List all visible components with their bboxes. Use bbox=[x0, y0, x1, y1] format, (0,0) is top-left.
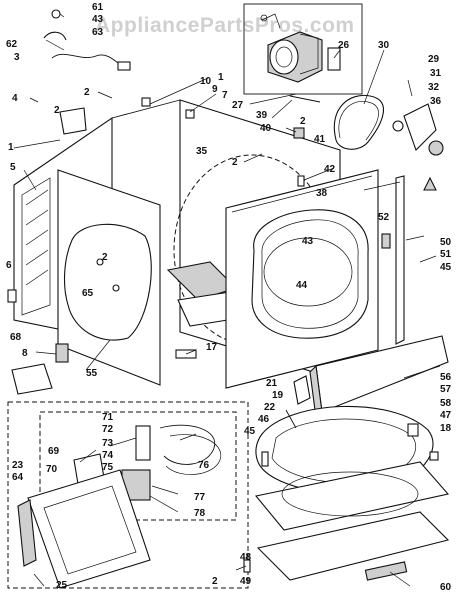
ref-6: 6 bbox=[6, 260, 12, 271]
drive-belt bbox=[333, 94, 385, 150]
ref-1b: 1 bbox=[8, 142, 14, 153]
ref-17: 17 bbox=[206, 342, 218, 353]
ref-29: 29 bbox=[428, 54, 440, 65]
ref-19: 19 bbox=[272, 390, 284, 401]
ref-42: 42 bbox=[324, 164, 336, 175]
ref-2d: 2 bbox=[232, 157, 238, 168]
ref-46: 46 bbox=[258, 414, 270, 425]
ref-69: 69 bbox=[48, 446, 60, 457]
ref-1a: 1 bbox=[218, 72, 224, 83]
ref-9: 9 bbox=[212, 84, 218, 95]
ref-43b: 43 bbox=[302, 236, 314, 247]
ref-2b: 2 bbox=[54, 105, 60, 116]
ref-38: 38 bbox=[316, 188, 328, 199]
front-panel bbox=[225, 169, 379, 389]
ref-3: 3 bbox=[14, 52, 20, 63]
ref-35: 35 bbox=[196, 146, 208, 157]
control-assembly-box bbox=[7, 401, 249, 589]
ref-71: 71 bbox=[102, 412, 114, 423]
reference-numbers: 61 43 62 63 3 10 1 9 7 2 4 2 1 5 26 30 2… bbox=[6, 2, 452, 593]
ref-45b: 45 bbox=[244, 426, 256, 437]
ref-2e: 2 bbox=[102, 252, 108, 263]
ref-64: 64 bbox=[12, 472, 24, 483]
ref-39: 39 bbox=[256, 110, 268, 121]
ref-51: 51 bbox=[440, 249, 452, 260]
ref-2a: 2 bbox=[84, 87, 90, 98]
ref-61: 61 bbox=[92, 2, 104, 13]
ref-72: 72 bbox=[102, 424, 114, 435]
ref-70: 70 bbox=[46, 464, 58, 475]
door-panel-right bbox=[381, 175, 437, 345]
ref-58: 58 bbox=[440, 398, 452, 409]
ref-22: 22 bbox=[264, 402, 276, 413]
ref-62: 62 bbox=[6, 39, 18, 50]
ref-8: 8 bbox=[22, 348, 28, 359]
ref-2c: 2 bbox=[300, 116, 306, 127]
ref-10: 10 bbox=[200, 76, 212, 87]
ref-74: 74 bbox=[102, 450, 114, 461]
idler-assembly bbox=[392, 79, 444, 156]
ref-75: 75 bbox=[102, 462, 114, 473]
toe-panel bbox=[309, 335, 449, 420]
ref-40: 40 bbox=[260, 123, 272, 134]
ref-65: 65 bbox=[82, 288, 94, 299]
ref-68: 68 bbox=[10, 332, 22, 343]
callout-leaders bbox=[13, 13, 441, 587]
ref-31: 31 bbox=[430, 68, 442, 79]
ref-73: 73 bbox=[102, 438, 114, 449]
ref-27: 27 bbox=[232, 100, 244, 111]
ref-4: 4 bbox=[12, 93, 18, 104]
ref-2f: 2 bbox=[212, 576, 218, 587]
ref-21: 21 bbox=[266, 378, 278, 389]
ref-36: 36 bbox=[430, 96, 442, 107]
ref-7: 7 bbox=[222, 90, 228, 101]
ref-49: 49 bbox=[240, 576, 252, 587]
ref-63: 63 bbox=[92, 27, 104, 38]
ref-55: 55 bbox=[86, 368, 98, 379]
ref-47: 47 bbox=[440, 410, 452, 421]
ref-57: 57 bbox=[440, 384, 452, 395]
ref-5: 5 bbox=[10, 162, 16, 173]
small-parts bbox=[7, 9, 439, 573]
ref-48: 48 bbox=[240, 552, 252, 563]
ref-52: 52 bbox=[378, 212, 390, 223]
ref-30: 30 bbox=[378, 40, 390, 51]
ref-50: 50 bbox=[440, 237, 452, 248]
ref-56: 56 bbox=[440, 372, 452, 383]
ref-45: 45 bbox=[440, 262, 452, 273]
ref-76: 76 bbox=[198, 460, 210, 471]
motor-assembly bbox=[243, 3, 363, 95]
ref-32: 32 bbox=[428, 82, 440, 93]
ref-26: 26 bbox=[338, 40, 350, 51]
ref-23: 23 bbox=[12, 460, 24, 471]
ref-43: 43 bbox=[92, 14, 104, 25]
ref-60: 60 bbox=[440, 582, 452, 593]
ref-18: 18 bbox=[440, 423, 452, 434]
ref-41: 41 bbox=[314, 134, 326, 145]
ref-44: 44 bbox=[296, 280, 308, 291]
door-assembly bbox=[254, 405, 450, 581]
ref-25: 25 bbox=[56, 580, 68, 591]
ref-78: 78 bbox=[194, 508, 206, 519]
ref-77: 77 bbox=[194, 492, 206, 503]
